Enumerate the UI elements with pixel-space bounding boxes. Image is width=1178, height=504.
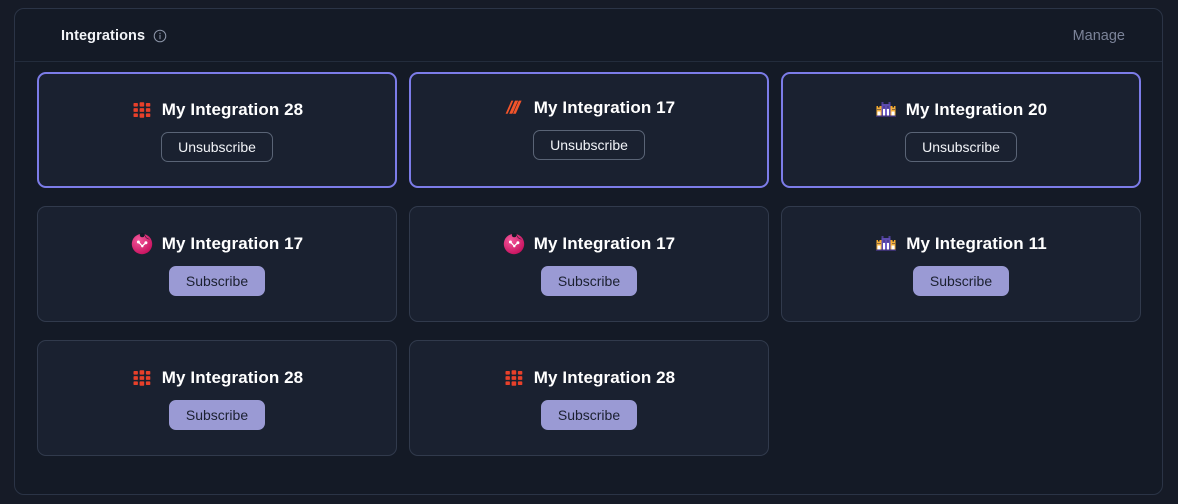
subscribe-button[interactable]: Subscribe — [540, 399, 638, 430]
card-header: My Integration 28 — [503, 367, 676, 389]
grid-blocks-icon — [131, 367, 153, 389]
pink-circle-icon — [503, 232, 525, 255]
manage-button[interactable]: Manage — [1072, 27, 1125, 44]
card-content: My Integration 28 Subscribe — [503, 367, 676, 430]
integration-card[interactable]: My Integration 20 Unsubscribe — [781, 72, 1141, 188]
grid-blocks-icon — [503, 367, 525, 389]
integration-name: My Integration 20 — [905, 99, 1048, 119]
unsubscribe-button[interactable]: Unsubscribe — [161, 131, 273, 162]
grid-blocks-icon — [131, 99, 153, 121]
card-header: My Integration 17 — [503, 97, 676, 119]
integration-card[interactable]: My Integration 17 Unsubscribe — [409, 72, 769, 188]
card-header: My Integration 28 — [131, 367, 304, 389]
subscribe-button[interactable]: Subscribe — [540, 265, 638, 296]
unsubscribe-button[interactable]: Unsubscribe — [533, 129, 645, 160]
info-circle-icon[interactable] — [153, 29, 167, 43]
card-content: My Integration 17 Unsubscribe — [503, 97, 676, 160]
card-header: My Integration 28 — [131, 99, 304, 121]
card-header: My Integration 11 — [875, 233, 1047, 255]
card-header: My Integration 17 — [131, 232, 304, 255]
integration-name: My Integration 28 — [533, 367, 676, 387]
integration-name: My Integration 17 — [533, 233, 676, 253]
integration-name: My Integration 17 — [533, 97, 676, 117]
integration-card[interactable]: My Integration 11 Subscribe — [781, 206, 1141, 322]
integration-name: My Integration 17 — [161, 233, 304, 253]
integration-card[interactable]: My Integration 28 Subscribe — [37, 340, 397, 456]
panel-title-group: Integrations — [61, 9, 167, 62]
panel-header: Integrations Manage — [15, 9, 1162, 62]
diagonal-slashes-icon — [503, 97, 525, 119]
subscribe-button[interactable]: Subscribe — [168, 399, 266, 430]
integration-card[interactable]: My Integration 17 Subscribe — [37, 206, 397, 322]
cat-emoji-icon — [875, 99, 897, 121]
card-content: My Integration 17 Subscribe — [503, 232, 676, 296]
integration-name: My Integration 11 — [906, 233, 1047, 253]
pink-circle-icon — [131, 232, 153, 255]
card-content: My Integration 17 Subscribe — [131, 232, 304, 296]
cat-emoji-icon — [875, 233, 897, 255]
card-content: My Integration 11 Subscribe — [875, 233, 1047, 296]
card-content: My Integration 28 Unsubscribe — [131, 99, 304, 162]
integration-name: My Integration 28 — [161, 99, 304, 119]
integration-card[interactable]: My Integration 28 Unsubscribe — [37, 72, 397, 188]
card-content: My Integration 20 Unsubscribe — [875, 99, 1048, 162]
card-content: My Integration 28 Subscribe — [131, 367, 304, 430]
integration-card[interactable]: My Integration 28 Subscribe — [409, 340, 769, 456]
page-title: Integrations — [61, 27, 146, 44]
card-header: My Integration 17 — [503, 232, 676, 255]
integration-card[interactable]: My Integration 17 Subscribe — [409, 206, 769, 322]
card-header: My Integration 20 — [875, 99, 1048, 121]
subscribe-button[interactable]: Subscribe — [168, 265, 266, 296]
unsubscribe-button[interactable]: Unsubscribe — [905, 131, 1017, 162]
subscribe-button[interactable]: Subscribe — [912, 265, 1010, 296]
integrations-panel: Integrations Manage My Integration 28 Uns… — [14, 8, 1163, 495]
integration-name: My Integration 28 — [161, 367, 304, 387]
